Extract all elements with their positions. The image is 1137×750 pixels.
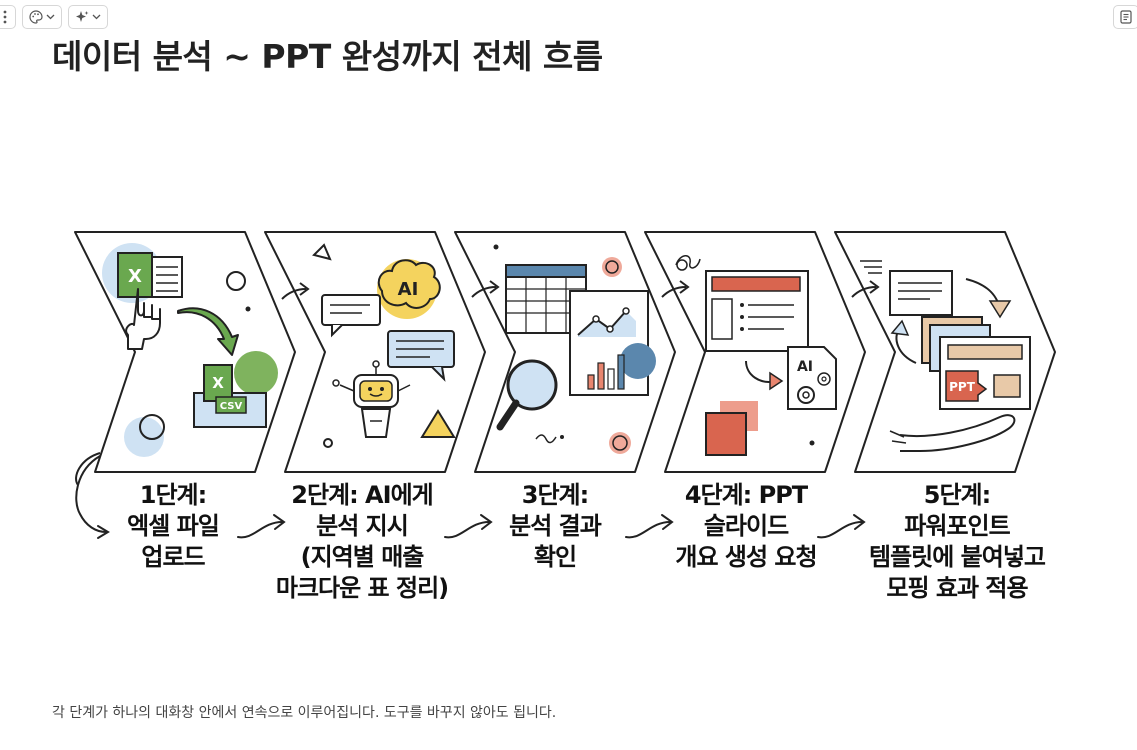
step-5-line-2: 파워포인트 bbox=[904, 512, 1010, 540]
excel-file-icon-label: X bbox=[212, 374, 224, 392]
excel-icon-label: X bbox=[128, 266, 142, 287]
powerpoint-template-illustration: PPT bbox=[851, 260, 1031, 452]
step-4-line-3: 개요 생성 요청 bbox=[675, 543, 817, 571]
step-4-line-2: 슬라이드 bbox=[703, 512, 789, 540]
step-label-4: 4단계: PPT 슬라이드 개요 생성 요청 bbox=[660, 480, 832, 573]
step-3-line-2: 분석 결과 bbox=[509, 512, 602, 540]
step-3-line-3: 확인 bbox=[533, 543, 577, 571]
step-1-line-1: 1단계: bbox=[139, 481, 207, 509]
ai-doc-label: AI bbox=[797, 359, 813, 375]
ppt-outline-illustration: AI bbox=[661, 255, 837, 456]
step-label-1: 1단계: 엑셀 파일 업로드 bbox=[108, 480, 238, 573]
analysis-result-illustration bbox=[471, 244, 656, 454]
vertical-ellipsis-icon bbox=[3, 10, 7, 24]
style-picker-button[interactable] bbox=[22, 5, 62, 29]
step-5-line-4: 모핑 효과 적용 bbox=[886, 574, 1028, 602]
excel-upload-illustration: X X CSV bbox=[102, 243, 278, 457]
step-label-3: 3단계: 분석 결과 확인 bbox=[490, 480, 620, 573]
step-1-line-2: 엑셀 파일 bbox=[127, 512, 220, 540]
step-label-2: 2단계: AI에게 분석 지시 (지역별 매출 마크다운 표 정리) bbox=[262, 480, 462, 604]
step-3-line-1: 3단계: bbox=[521, 481, 589, 509]
workflow-illustration: X X CSV AI bbox=[74, 231, 1056, 485]
step-2-line-4: 마크다운 표 정리) bbox=[275, 574, 449, 602]
chevron-down-icon bbox=[46, 14, 55, 20]
step-5-line-3: 템플릿에 붙여넣고 bbox=[869, 543, 1046, 571]
step-4-line-1: 4단계: PPT bbox=[684, 481, 808, 509]
step-2-line-3: (지역별 매출 bbox=[300, 543, 425, 571]
palette-icon bbox=[29, 10, 43, 24]
document-icon bbox=[1120, 10, 1132, 24]
footer-note: 각 단계가 하나의 대화창 안에서 연속으로 이루어집니다. 도구를 바꾸지 않… bbox=[52, 705, 557, 721]
more-menu-button[interactable] bbox=[0, 5, 16, 29]
sparkles-icon bbox=[76, 11, 89, 22]
notes-button[interactable] bbox=[1113, 5, 1137, 29]
page-title: 데이터 분석 ~ PPT 완성까지 전체 흐름 bbox=[52, 37, 603, 76]
chevron-down-icon bbox=[92, 14, 101, 20]
step-2-line-2: 분석 지시 bbox=[316, 512, 409, 540]
ai-chat-illustration: AI bbox=[281, 243, 456, 448]
csv-icon-label: CSV bbox=[220, 401, 243, 412]
ai-actions-button[interactable] bbox=[68, 5, 108, 29]
step-2-line-1: 2단계: AI에게 bbox=[291, 481, 433, 509]
step-1-line-3: 업로드 bbox=[141, 543, 205, 571]
step-5-line-1: 5단계: bbox=[923, 481, 991, 509]
ai-brain-label: AI bbox=[398, 279, 419, 300]
ppt-icon-label: PPT bbox=[949, 380, 976, 394]
step-label-5: 5단계: 파워포인트 템플릿에 붙여넣고 모핑 효과 적용 bbox=[852, 480, 1062, 604]
